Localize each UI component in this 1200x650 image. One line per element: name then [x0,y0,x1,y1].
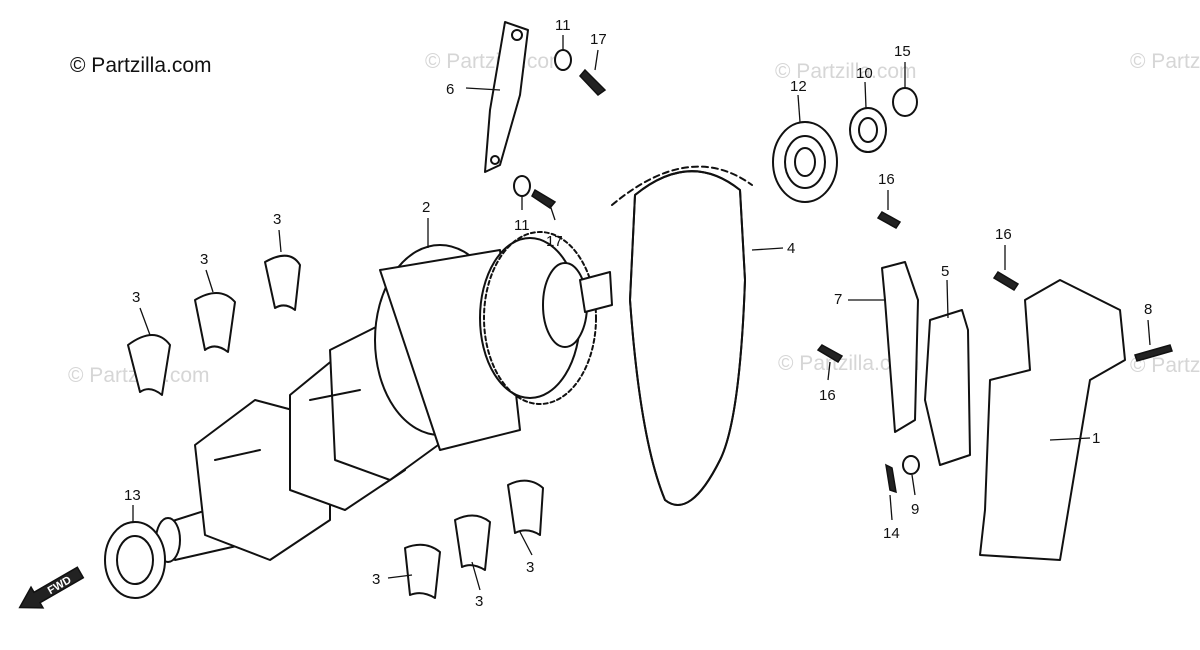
crank-oil-seal-inner [116,535,154,585]
pin [885,463,897,494]
callout-6: 6 [446,81,454,98]
oil-seal-ring [849,107,887,153]
watermark-top-center: © Partzilla.com [425,50,567,73]
callout-16-lower: 16 [819,387,836,404]
watermark-top-edge: © Partzilla.com [1130,50,1200,73]
cover-bolt [1134,344,1173,362]
callout-16-upper: 16 [878,171,895,188]
callout-7: 7 [834,291,842,308]
callout-3-a: 3 [132,289,140,306]
oil-seal-inner [858,117,878,143]
callout-17-lower: 17 [546,233,563,250]
watermark-mid-right: © Partzilla.com [778,352,920,375]
callout-13: 13 [124,487,141,504]
watermark-mid-edge: © Partzilla.com [1130,354,1200,377]
callout-3-b: 3 [200,251,208,268]
copyright-notice: © Partzilla.com [70,54,212,77]
guide-bolt-upper [876,211,902,229]
callout-3-c: 3 [273,211,281,228]
chain-guide [881,261,919,433]
washers-bolts-upper [513,49,607,209]
callout-8: 8 [1144,301,1152,318]
guide-bracket [924,309,971,466]
callout-17-upper: 17 [590,31,607,48]
callout-10: 10 [856,65,873,82]
fwd-arrow: FWD [18,566,85,609]
callout-11-lower: 11 [514,217,530,234]
washer-small [902,455,920,475]
callout-15: 15 [894,43,911,60]
callout-12: 12 [790,78,807,95]
callout-16-cover: 16 [995,226,1012,243]
guide-bolt-lower [816,344,844,364]
fwd-arrow-icon [18,566,85,609]
callout-5: 5 [941,263,949,280]
callout-3-f: 3 [526,559,534,576]
tensioner-arm [484,21,529,173]
ball-bearing [772,121,838,203]
cover-bolt-upper [992,270,1020,292]
watermark-top-right: © Partzilla.com [775,60,917,83]
callout-14: 14 [883,525,900,542]
callout-4: 4 [787,240,795,257]
crankshaft [155,231,613,563]
callout-3-d: 3 [372,571,380,588]
drive-chain [611,165,753,506]
leader-lines [132,35,1151,591]
chain-cover [979,279,1126,561]
circlip [892,87,918,117]
main-bearing-shells [127,254,544,599]
callout-2: 2 [422,199,430,216]
callout-9: 9 [911,501,919,518]
callout-11-upper: 11 [555,17,571,34]
callout-3-e: 3 [475,593,483,610]
fwd-label: FWD [46,574,74,597]
callouts: 1 2 3 3 3 3 3 3 8 4 5 6 7 9 10 11 11 12 … [124,17,1152,610]
callout-1: 1 [1092,430,1100,447]
crank-oil-seal [104,521,166,599]
